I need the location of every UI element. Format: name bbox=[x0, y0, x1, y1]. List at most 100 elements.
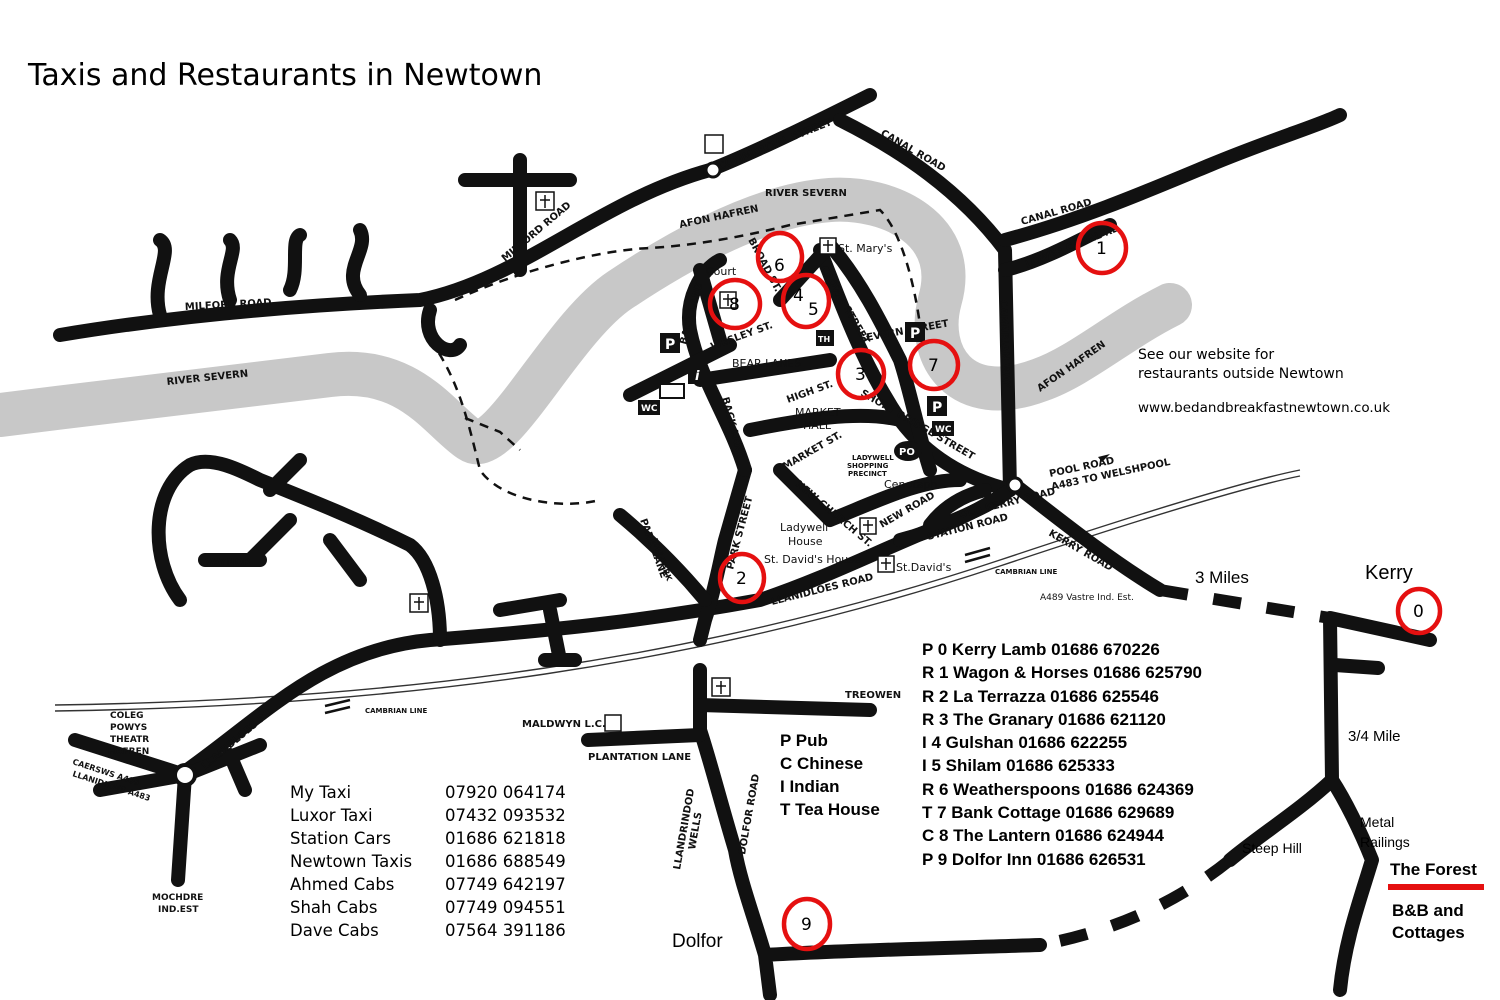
svg-text:1: 1 bbox=[1096, 239, 1107, 259]
label-ladywell-2: SHOPPING bbox=[847, 462, 889, 470]
roundabout-roads bbox=[68, 733, 267, 887]
restaurant-marker-6[interactable]: 6 bbox=[755, 230, 805, 284]
list-item: P 0 Kerry Lamb 01686 670226 bbox=[922, 640, 1160, 659]
label-river-severn-north: RIVER SEVERN bbox=[765, 188, 847, 199]
label-ladywell-3: PRECINCT bbox=[848, 470, 887, 478]
the-forest-underline bbox=[1388, 884, 1484, 890]
station-road bbox=[893, 483, 1017, 547]
label-three-quarter-mile: 3/4 Mile bbox=[1348, 728, 1401, 745]
label-commercial-street: COMMERCIAL STREET bbox=[717, 117, 834, 173]
taxi-name: Ahmed Cabs bbox=[290, 875, 395, 894]
kerry-lane bbox=[1223, 611, 1437, 997]
parking-icon: P bbox=[927, 396, 947, 416]
list-item: R 1 Wagon & Horses 01686 625790 bbox=[922, 663, 1203, 683]
label-railings: Railings bbox=[1360, 834, 1410, 850]
list-item: R 3 The Granary 01686 621120 bbox=[922, 709, 1166, 729]
label-metal: Metal bbox=[1360, 814, 1395, 830]
milford-road bbox=[53, 163, 717, 342]
label-mochdre-1: MOCHDRE bbox=[152, 893, 203, 903]
type-chinese: C Chinese bbox=[780, 754, 864, 773]
label-dolfor-road: DOLFOR ROAD bbox=[737, 773, 762, 855]
taxi-phone[interactable]: 07564 391186 bbox=[445, 921, 566, 940]
label-st-marys: St. Mary's bbox=[838, 242, 893, 255]
svg-text:4: 4 bbox=[793, 286, 804, 306]
taxi-phone[interactable]: 07920 064174 bbox=[445, 783, 566, 802]
label-market-hall-1: MARKET bbox=[795, 406, 841, 419]
town-centre-loop bbox=[682, 243, 1017, 527]
roundabout-kerry bbox=[1006, 476, 1024, 494]
river-severn bbox=[0, 177, 1192, 464]
website-note-line-2: restaurants outside Newtown bbox=[1138, 366, 1344, 382]
lower-canal-road bbox=[998, 218, 1117, 277]
website-note: See our website for restaurants outside … bbox=[1138, 346, 1344, 384]
the-forest-label: The Forest bbox=[1390, 860, 1477, 879]
parking-icon: P bbox=[660, 333, 680, 353]
forest-sub-line-1: B&B and bbox=[1392, 901, 1464, 920]
dolfor-road-north bbox=[693, 463, 752, 647]
taxi-name: My Taxi bbox=[290, 783, 352, 802]
label-st-davids-house: St. David's House bbox=[764, 553, 861, 566]
taxi-phone[interactable]: 07432 093532 bbox=[445, 806, 566, 825]
taxi-phone[interactable]: 07749 642197 bbox=[445, 875, 566, 894]
park-lane bbox=[613, 508, 712, 607]
restaurant-marker-0[interactable]: 0 bbox=[1395, 586, 1443, 636]
church-icon bbox=[719, 291, 737, 309]
restaurant-marker-7[interactable]: 7 bbox=[907, 338, 961, 392]
svg-text:2: 2 bbox=[736, 569, 747, 589]
restaurant-marker-8[interactable]: 8 bbox=[707, 277, 763, 331]
the-forest-subtitle: B&B and Cottages bbox=[1392, 900, 1465, 944]
svg-text:5: 5 bbox=[808, 300, 819, 320]
label-coleg-powys-3: THEATR bbox=[110, 735, 149, 745]
commercial-street bbox=[703, 88, 877, 177]
taxi-phone[interactable]: 07749 094551 bbox=[445, 898, 566, 917]
restaurant-marker-4-5[interactable]: 4 5 bbox=[780, 272, 832, 330]
church-icon bbox=[819, 237, 837, 255]
restaurant-list: P 0 Kerry Lamb 01686 670226 R 1 Wagon & … bbox=[922, 640, 1202, 873]
label-vaynor: VAYNOR bbox=[205, 557, 251, 568]
forest-sub-line-2: Cottages bbox=[1392, 923, 1465, 942]
milford-south-spurs bbox=[493, 593, 582, 667]
toilet-icon: WC bbox=[932, 421, 954, 436]
milford-north-spurs bbox=[150, 153, 577, 357]
label-cambrian-line-east: CAMBRIAN LINE bbox=[995, 568, 1057, 576]
dolfor-road bbox=[693, 663, 1047, 1000]
label-mochdre-2: IND.EST bbox=[158, 905, 199, 915]
label-a489-vastre: A489 Vastre Ind. Est. bbox=[1040, 593, 1134, 603]
taxi-name: Newtown Taxis bbox=[290, 852, 413, 871]
label-coleg-powys-1: COLEG bbox=[110, 711, 144, 721]
svg-text:7: 7 bbox=[928, 356, 939, 376]
label-cambrian-line-west: CAMBRIAN LINE bbox=[365, 707, 427, 715]
museum-icon bbox=[704, 134, 724, 154]
post-office-icon: PO bbox=[894, 441, 922, 461]
railway-station-icon bbox=[964, 546, 991, 564]
svg-text:P: P bbox=[665, 337, 675, 353]
canal-road-east bbox=[998, 108, 1347, 247]
taxi-phone[interactable]: 01686 621818 bbox=[445, 829, 566, 848]
website-url-link[interactable]: www.bedandbreakfastnewtown.co.uk bbox=[1138, 400, 1391, 416]
type-indian: I Indian bbox=[780, 777, 840, 796]
label-metal-railings: Metal Railings bbox=[1360, 812, 1410, 852]
restaurant-marker-2[interactable]: 2 bbox=[717, 551, 767, 605]
restaurant-marker-1[interactable]: 1 bbox=[1075, 220, 1129, 276]
vaynor-roads bbox=[151, 453, 447, 647]
label-market-st: MARKET ST. bbox=[781, 430, 844, 473]
label-coleg-powys-4: HAFREN bbox=[108, 747, 149, 757]
list-item: I 4 Gulshan 01686 622255 bbox=[922, 733, 1128, 753]
taxi-phone[interactable]: 01686 688549 bbox=[445, 852, 566, 871]
svg-text:9: 9 bbox=[801, 915, 812, 935]
tourist-info-icon: i bbox=[688, 366, 706, 384]
label-dolfor: Dolfor bbox=[672, 931, 723, 952]
label-cambrian-way: CAMBRIAN WAY bbox=[997, 300, 1011, 389]
church-icon bbox=[535, 191, 555, 211]
label-milford-road-lower: MILFORD ROAD bbox=[185, 297, 272, 313]
restaurant-marker-3[interactable]: 3 bbox=[835, 347, 887, 401]
label-maldwyn: MALDWYN L.C. bbox=[522, 719, 606, 730]
footbridge bbox=[464, 416, 521, 451]
list-item: I 5 Shilam 01686 625333 bbox=[922, 756, 1115, 776]
roundabout bbox=[173, 763, 197, 787]
restaurant-marker-9[interactable]: 9 bbox=[781, 896, 833, 952]
